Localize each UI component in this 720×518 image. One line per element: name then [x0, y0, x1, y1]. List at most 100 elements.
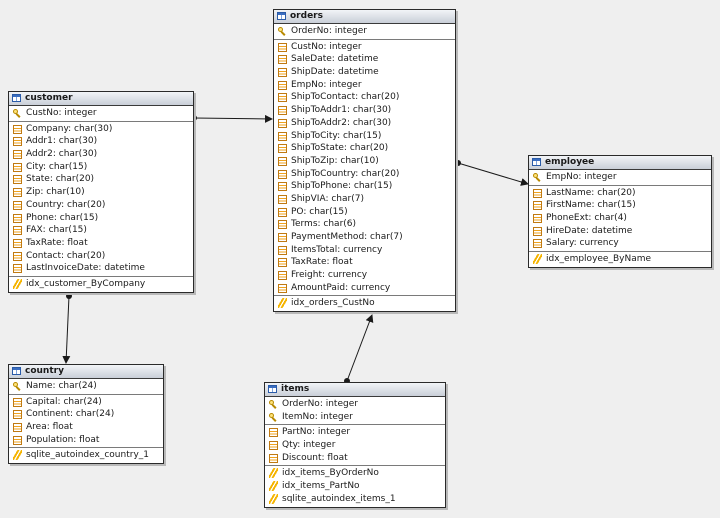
row-label: TaxRate: float: [26, 237, 88, 248]
row-label: idx_employee_ByName: [546, 254, 652, 265]
field-row[interactable]: ShipDate: datetime: [274, 66, 455, 79]
table-icon: [12, 367, 21, 375]
key-icon: [533, 173, 542, 182]
table-header[interactable]: country: [9, 365, 163, 379]
field-row[interactable]: PaymentMethod: char(7): [274, 231, 455, 244]
row-label: TaxRate: float: [291, 257, 353, 268]
field-row[interactable]: Population: float: [9, 434, 163, 447]
row-label: idx_items_ByOrderNo: [282, 468, 379, 479]
field-icon: [13, 162, 22, 172]
primary-key-field[interactable]: EmpNo: integer: [529, 171, 711, 184]
field-row[interactable]: Contact: char(20): [9, 250, 193, 263]
row-label: State: char(20): [26, 174, 95, 185]
field-row[interactable]: PhoneExt: char(4): [529, 212, 711, 225]
field-icon: [13, 213, 22, 223]
index-row[interactable]: sqlite_autoindex_items_1: [265, 493, 445, 506]
field-row[interactable]: Salary: currency: [529, 237, 711, 250]
index-icon: [13, 278, 22, 289]
table-header[interactable]: orders: [274, 10, 455, 24]
field-row[interactable]: Addr2: char(30): [9, 148, 193, 161]
field-row[interactable]: ShipToZip: char(10): [274, 155, 455, 168]
field-row[interactable]: PartNo: integer: [265, 426, 445, 439]
primary-key-field[interactable]: OrderNo: integer: [274, 25, 455, 38]
field-row[interactable]: Country: char(20): [9, 199, 193, 212]
index-row[interactable]: idx_employee_ByName: [529, 253, 711, 266]
key-icon: [269, 412, 278, 422]
field-row[interactable]: ShipToPhone: char(15): [274, 180, 455, 193]
index-row[interactable]: sqlite_autoindex_country_1: [9, 449, 163, 462]
field-row[interactable]: HireDate: datetime: [529, 225, 711, 238]
table-header[interactable]: customer: [9, 92, 193, 106]
field-row[interactable]: SaleDate: datetime: [274, 53, 455, 66]
primary-key-field[interactable]: OrderNo: integer: [265, 398, 445, 411]
primary-key-field[interactable]: Name: char(24): [9, 380, 163, 393]
field-row[interactable]: Capital: char(24): [9, 396, 163, 409]
indexes-section: idx_orders_CustNo: [274, 296, 455, 311]
field-row[interactable]: Addr1: char(30): [9, 135, 193, 148]
index-icon: [13, 450, 22, 461]
index-icon: [269, 468, 278, 479]
field-icon: [13, 435, 22, 445]
field-icon: [278, 182, 287, 192]
field-row[interactable]: Phone: char(15): [9, 212, 193, 225]
field-row[interactable]: ShipToState: char(20): [274, 142, 455, 155]
row-label: Continent: char(24): [26, 409, 115, 420]
row-label: EmpNo: integer: [546, 172, 617, 182]
field-icon: [533, 226, 542, 236]
field-row[interactable]: Qty: integer: [265, 439, 445, 452]
field-icon: [13, 137, 22, 147]
field-row[interactable]: LastInvoiceDate: datetime: [9, 262, 193, 275]
field-row[interactable]: ShipToAddr1: char(30): [274, 104, 455, 117]
primary-key-field[interactable]: CustNo: integer: [9, 107, 193, 120]
field-row[interactable]: Area: float: [9, 421, 163, 434]
field-row[interactable]: AmountPaid: currency: [274, 282, 455, 295]
row-label: idx_items_PartNo: [282, 481, 360, 492]
field-row[interactable]: Terms: char(6): [274, 218, 455, 231]
field-row[interactable]: ShipToCountry: char(20): [274, 168, 455, 181]
field-row[interactable]: Continent: char(24): [9, 408, 163, 421]
row-label: ShipToCity: char(15): [291, 130, 382, 141]
field-row[interactable]: TaxRate: float: [274, 256, 455, 269]
field-row[interactable]: ShipToContact: char(20): [274, 91, 455, 104]
field-row[interactable]: State: char(20): [9, 173, 193, 186]
index-row[interactable]: idx_items_ByOrderNo: [265, 467, 445, 480]
field-icon: [278, 258, 287, 268]
fields-section: Capital: char(24)Continent: char(24)Area…: [9, 395, 163, 449]
field-row[interactable]: FirstName: char(15): [529, 199, 711, 212]
field-row[interactable]: Freight: currency: [274, 269, 455, 282]
relation-line[interactable]: [346, 314, 374, 382]
field-row[interactable]: CustNo: integer: [274, 41, 455, 54]
field-row[interactable]: Zip: char(10): [9, 186, 193, 199]
index-row[interactable]: idx_customer_ByCompany: [9, 278, 193, 291]
field-row[interactable]: EmpNo: integer: [274, 79, 455, 92]
field-row[interactable]: ShipToCity: char(15): [274, 130, 455, 143]
relation-line[interactable]: [457, 162, 529, 186]
table-title: country: [25, 366, 64, 376]
field-row[interactable]: ShipToAddr2: char(30): [274, 117, 455, 130]
field-row[interactable]: ItemsTotal: currency: [274, 244, 455, 257]
index-row[interactable]: idx_items_PartNo: [265, 480, 445, 493]
pk-section: CustNo: integer: [9, 106, 193, 122]
field-row[interactable]: FAX: char(15): [9, 224, 193, 237]
relation-line[interactable]: [193, 114, 273, 123]
row-label: EmpNo: integer: [291, 79, 362, 90]
field-row[interactable]: Discount: float: [265, 452, 445, 465]
field-row[interactable]: Company: char(30): [9, 123, 193, 136]
row-label: ShipToContact: char(20): [291, 92, 400, 103]
primary-key-field[interactable]: ItemNo: integer: [265, 411, 445, 424]
field-row[interactable]: TaxRate: float: [9, 237, 193, 250]
table-header[interactable]: items: [265, 383, 445, 397]
field-row[interactable]: PO: char(15): [274, 206, 455, 219]
field-row[interactable]: ShipVIA: char(7): [274, 193, 455, 206]
relation-origin-dot: [455, 160, 461, 166]
relation-line[interactable]: [62, 295, 71, 364]
field-row[interactable]: City: char(15): [9, 161, 193, 174]
table-header[interactable]: employee: [529, 156, 711, 170]
field-row[interactable]: LastName: char(20): [529, 187, 711, 200]
index-row[interactable]: idx_orders_CustNo: [274, 297, 455, 310]
